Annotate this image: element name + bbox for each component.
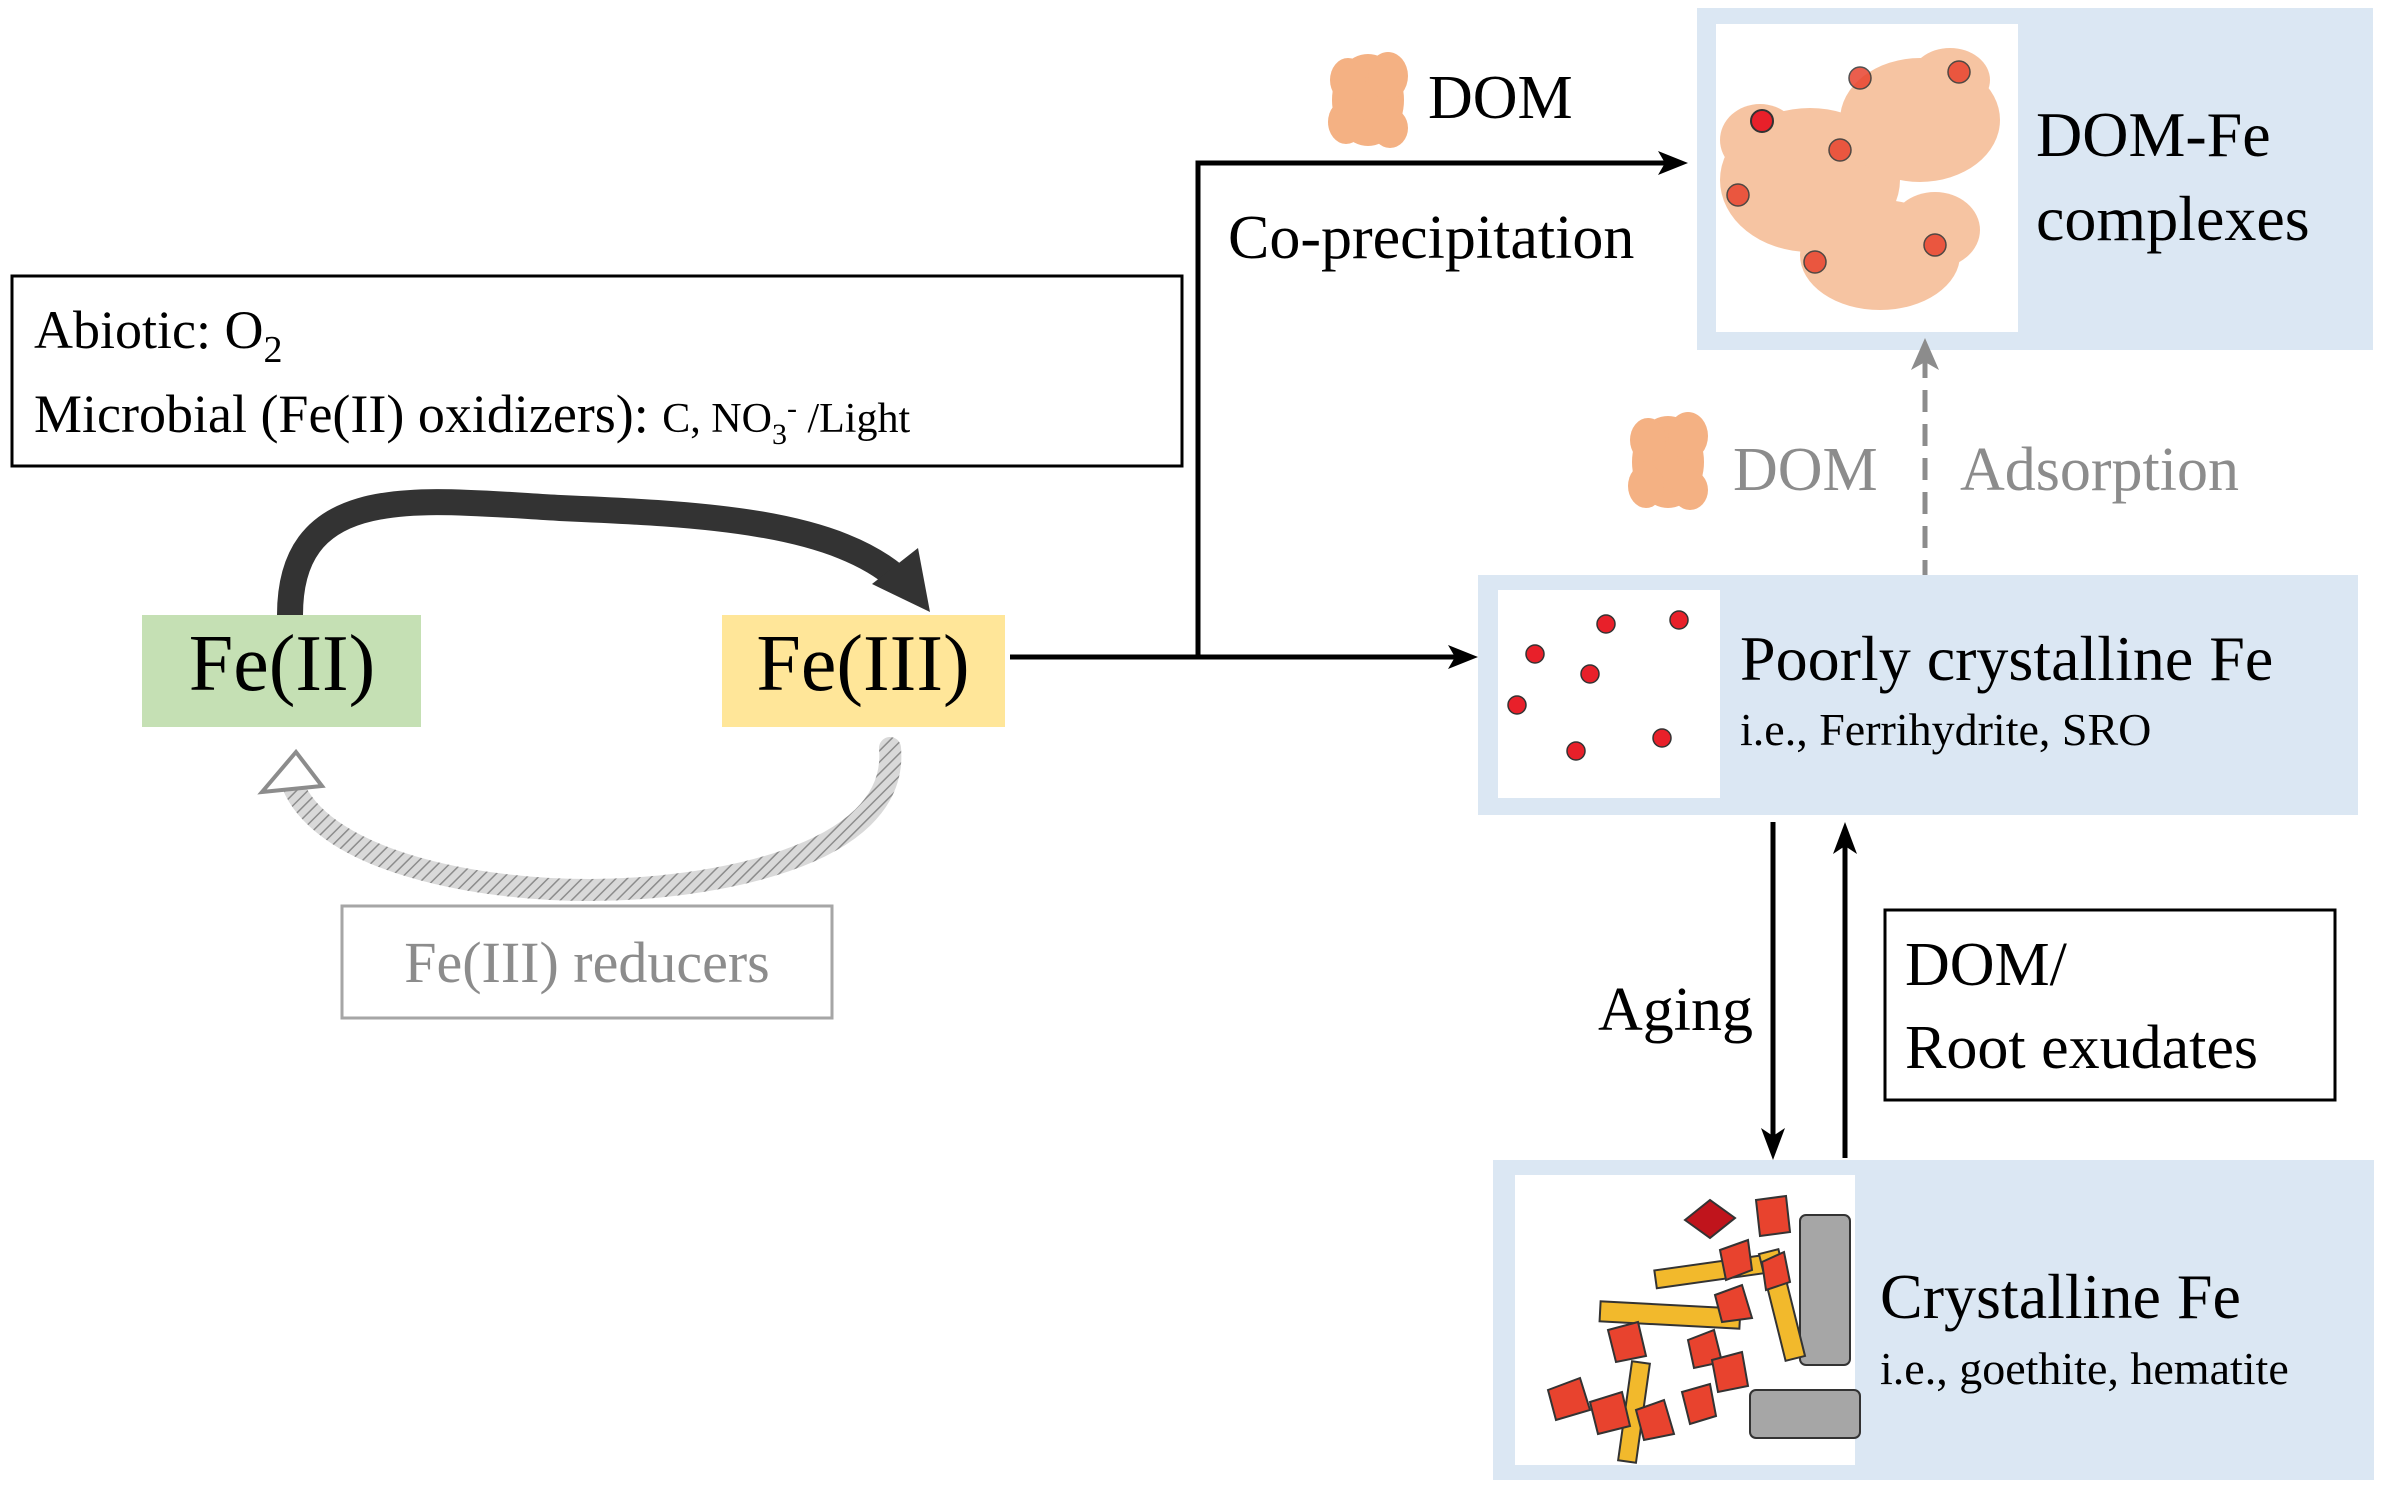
reduction-arrowhead (257, 748, 326, 795)
poorly-crystalline-panel: Poorly crystalline Fe i.e., Ferrihydrite… (1478, 575, 2358, 815)
aging-arrow (1761, 822, 1785, 1160)
fe2-label: Fe(II) (189, 620, 376, 708)
dom-fe-complexes-panel: DOM-Fe complexes (1697, 8, 2373, 350)
dissolution-arrow (1833, 822, 1857, 1158)
abiotic-label: Abiotic: O2 (34, 300, 282, 371)
coprecipitation-arrow (1195, 151, 1688, 657)
dom-root-label-line1: DOM/ (1905, 931, 2068, 999)
poorly-crystalline-subtitle: i.e., Ferrihydrite, SRO (1740, 704, 2151, 755)
dom-root-exudates-box: DOM/ Root exudates (1883, 908, 2337, 1102)
fe3-reducers-label: Fe(III) reducers (404, 930, 770, 995)
oxidation-conditions-box: Abiotic: O2 Microbial (Fe(II) oxidizers)… (10, 274, 1184, 468)
dom-top-label: DOM (1428, 64, 1573, 132)
dom-root-label-line2: Root exudates (1905, 1014, 2258, 1082)
coprecipitation-label: Co-precipitation (1228, 204, 1634, 272)
adsorption-label: Adsorption (1960, 436, 2239, 504)
dom-particle-mid-icon (1628, 412, 1708, 510)
poorly-crystalline-title: Poorly crystalline Fe (1740, 623, 2273, 694)
adsorption-arrow (1911, 338, 1939, 582)
dom-fe-label-line1: DOM-Fe (2036, 99, 2271, 170)
fe3-label: Fe(III) (756, 620, 969, 708)
oxidation-arrowhead (872, 548, 930, 612)
microbial-label: Microbial (Fe(II) oxidizers): C, NO3- /L… (34, 384, 910, 451)
dom-fe-complex-icon (1720, 48, 2000, 310)
crystalline-panel: Crystalline Fe i.e., goethite, hematite (1493, 1160, 2374, 1480)
dom-mid-label: DOM (1733, 436, 1878, 504)
fe3-box: Fe(III) (722, 615, 1005, 727)
dom-particle-top-icon (1328, 52, 1408, 148)
oxidation-arrow (277, 489, 918, 628)
fe2-box: Fe(II) (142, 615, 421, 727)
reduction-arrow (284, 737, 902, 902)
crystals-icon (1546, 1194, 1861, 1464)
dom-fe-label-line2: complexes (2036, 183, 2310, 254)
fe3-reducers-box: Fe(III) reducers (340, 904, 834, 1020)
ferrihydrite-particles-icon (1507, 610, 1689, 761)
crystalline-subtitle: i.e., goethite, hematite (1880, 1343, 2289, 1394)
fe3-to-poorly-arrow (1010, 645, 1478, 669)
crystalline-title: Crystalline Fe (1880, 1261, 2241, 1332)
aging-label: Aging (1598, 976, 1753, 1044)
